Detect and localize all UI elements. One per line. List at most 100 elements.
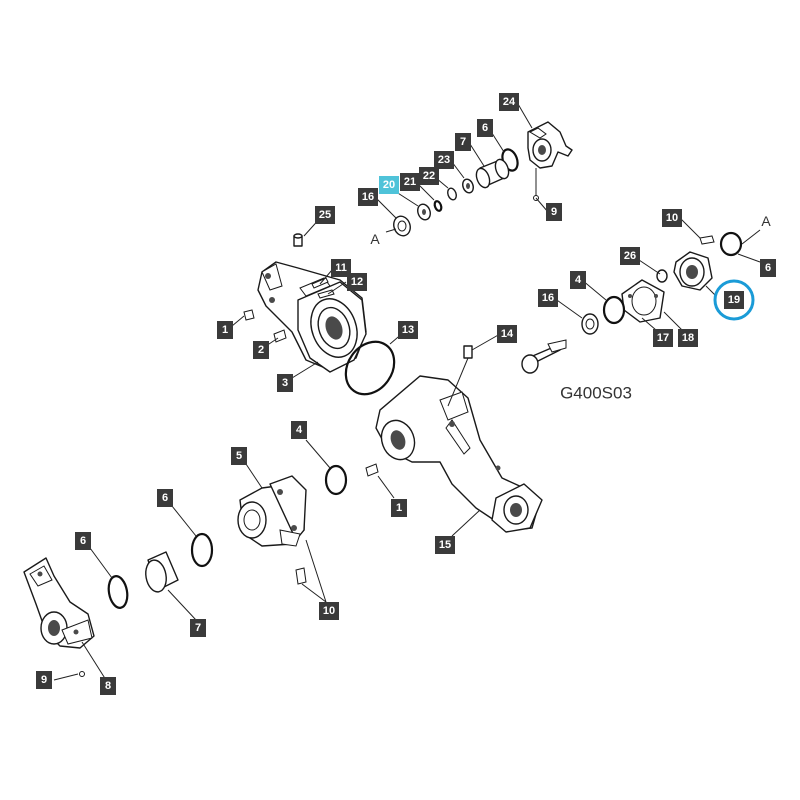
svg-text:17: 17: [657, 332, 669, 344]
callout-tag-13[interactable]: 13: [398, 321, 418, 339]
callout-tag-18[interactable]: 18: [678, 329, 698, 347]
svg-text:4: 4: [575, 274, 582, 286]
svg-text:5: 5: [236, 450, 242, 462]
callout-tag-17[interactable]: 17: [653, 329, 673, 347]
part-bracket-8: [23, 557, 95, 677]
svg-text:11: 11: [335, 262, 347, 274]
svg-text:7: 7: [460, 136, 466, 148]
svg-text:22: 22: [423, 170, 435, 182]
svg-text:1: 1: [396, 502, 402, 514]
part-gasket-17: [621, 279, 665, 323]
callout-tag-5[interactable]: 5: [231, 447, 247, 465]
svg-text:24: 24: [503, 96, 516, 108]
callout-tag-6[interactable]: 6: [75, 532, 91, 550]
part-bolts-11-12: [311, 277, 335, 299]
part-oring-13: [344, 340, 396, 396]
callout-tag-6[interactable]: 6: [760, 259, 776, 277]
part-bolt-1-lower: [365, 463, 379, 477]
svg-text:8: 8: [105, 680, 111, 692]
svg-text:9: 9: [551, 206, 557, 218]
svg-text:19: 19: [728, 294, 740, 306]
callout-tag-9[interactable]: 9: [546, 203, 562, 221]
svg-text:23: 23: [438, 154, 450, 166]
part-housing-3: [257, 261, 367, 373]
part-oring-4-lower: [324, 464, 348, 496]
callout-tag-7[interactable]: 7: [455, 133, 471, 151]
callout-tag-25[interactable]: 25: [315, 206, 335, 224]
part-oring-4-right: [602, 295, 626, 325]
part-oring-6-left: [107, 575, 129, 609]
datum-mark-right: A: [761, 213, 771, 229]
svg-text:12: 12: [351, 276, 363, 288]
part-oring-6-mid: [190, 532, 214, 568]
callout-tag-8[interactable]: 8: [100, 677, 116, 695]
callout-tag-15[interactable]: 15: [435, 536, 455, 554]
svg-text:3: 3: [282, 377, 288, 389]
svg-text:21: 21: [404, 176, 416, 188]
svg-text:2: 2: [258, 344, 264, 356]
callout-tag-4[interactable]: 4: [291, 421, 307, 439]
part-shaft: [521, 339, 567, 374]
callout-tag-6[interactable]: 6: [477, 119, 493, 137]
highlight-circle-19: [713, 279, 755, 321]
datum-mark-left: A: [370, 231, 380, 247]
callout-tag-16[interactable]: 16: [538, 289, 558, 307]
callout-tag-26[interactable]: 26: [620, 247, 640, 265]
callout-tag-1[interactable]: 1: [391, 499, 407, 517]
callout-tag-9[interactable]: 9: [36, 671, 52, 689]
svg-text:16: 16: [362, 191, 374, 203]
callout-tag-16[interactable]: 16: [358, 188, 378, 206]
svg-text:15: 15: [439, 539, 451, 551]
callout-tag-11[interactable]: 11: [331, 259, 351, 277]
svg-text:4: 4: [296, 424, 303, 436]
svg-text:6: 6: [80, 535, 86, 547]
callout-tag-14[interactable]: 14: [497, 325, 517, 343]
callout-tag-3[interactable]: 3: [277, 374, 293, 392]
callout-tag-23[interactable]: 23: [434, 151, 454, 169]
callout-tag-10[interactable]: 10: [319, 602, 339, 620]
callout-tag-20[interactable]: 20: [379, 176, 399, 194]
callout-tag-12[interactable]: 12: [347, 273, 367, 291]
callout-tag-6[interactable]: 6: [157, 489, 173, 507]
svg-text:9: 9: [41, 674, 47, 686]
svg-text:7: 7: [195, 622, 201, 634]
part-plug-25: [293, 233, 303, 247]
svg-text:26: 26: [624, 250, 636, 262]
part-bushing-7-lower: [145, 551, 179, 593]
upper-seal-stack: [385, 148, 519, 237]
svg-text:6: 6: [482, 122, 488, 134]
part-nipple-14: [463, 345, 473, 359]
part-seal-16-right: [581, 313, 599, 335]
svg-text:10: 10: [323, 605, 335, 617]
svg-text:18: 18: [682, 332, 694, 344]
svg-text:10: 10: [666, 212, 678, 224]
part-bolts-1-2: [243, 309, 287, 343]
svg-text:16: 16: [542, 292, 554, 304]
part-housing-5: [237, 475, 307, 547]
callout-tag-4[interactable]: 4: [570, 271, 586, 289]
svg-text:6: 6: [162, 492, 168, 504]
svg-text:13: 13: [402, 324, 414, 336]
part-bolt-10-upper: [699, 235, 715, 245]
callout-tag-22[interactable]: 22: [419, 167, 439, 185]
callout-tag-24[interactable]: 24: [499, 93, 519, 111]
callout-tag-21[interactable]: 21: [400, 173, 420, 191]
diagram-code: G400S03: [560, 384, 632, 403]
callout-tag-19[interactable]: 19: [724, 291, 744, 309]
callout-tag-1[interactable]: 1: [217, 321, 233, 339]
part-bolt-10-lower: [295, 567, 307, 585]
svg-text:14: 14: [501, 328, 514, 340]
svg-text:6: 6: [765, 262, 771, 274]
callout-tag-7[interactable]: 7: [190, 619, 206, 637]
callout-tag-10[interactable]: 10: [662, 209, 682, 227]
part-bracket-24: [527, 121, 573, 201]
part-axle-housing-15: [375, 375, 543, 533]
callout-tag-2[interactable]: 2: [253, 341, 269, 359]
svg-text:25: 25: [319, 209, 331, 221]
part-cover-19: [673, 251, 713, 291]
svg-text:1: 1: [222, 324, 228, 336]
svg-text:20: 20: [383, 179, 395, 191]
callout-tags: 24 7 6 23 22 20 21 16 9 25 10 6 26 4 16 …: [36, 93, 776, 695]
part-spring-26: [656, 269, 668, 283]
